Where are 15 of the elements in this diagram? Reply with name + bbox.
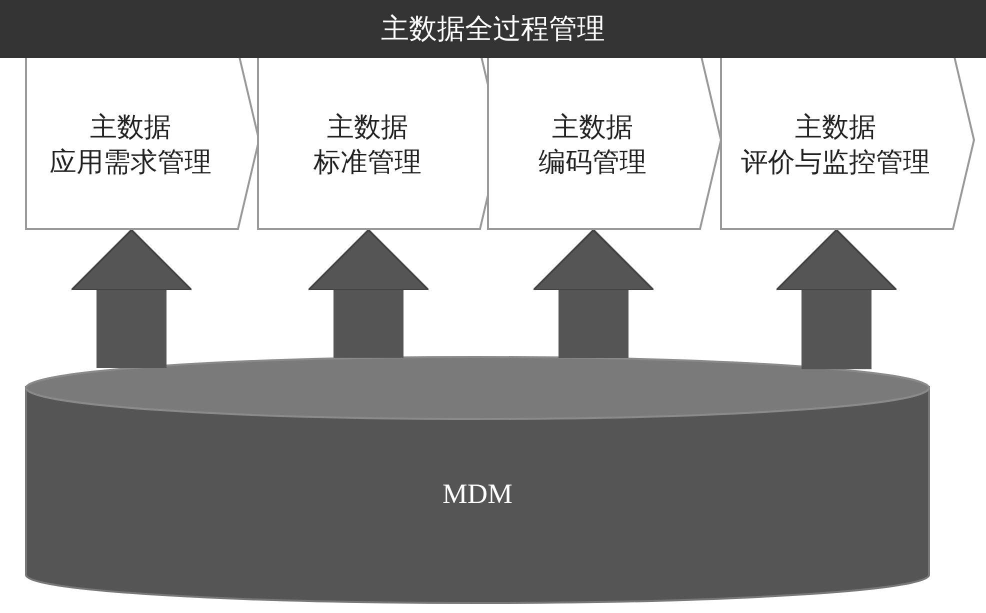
chevron-heading: 主数据 <box>552 110 633 145</box>
up-arrow <box>532 229 654 358</box>
chevron-heading: 主数据 <box>795 110 876 145</box>
chevron-label: 评价与监控管理 <box>741 146 930 180</box>
up-arrow <box>70 229 192 368</box>
up-arrow <box>308 229 430 358</box>
header-bar <box>0 0 986 58</box>
chevron-label: 应用需求管理 <box>50 146 212 180</box>
header-title: 主数据全过程管理 <box>381 11 605 47</box>
up-arrow <box>776 229 898 370</box>
chevron-heading: 主数据 <box>90 110 171 145</box>
chevron-heading: 主数据 <box>327 110 408 145</box>
chevron-label: 编码管理 <box>538 146 646 180</box>
cylinder-label: MDM <box>442 479 512 511</box>
chevron-label: 标准管理 <box>314 146 422 180</box>
